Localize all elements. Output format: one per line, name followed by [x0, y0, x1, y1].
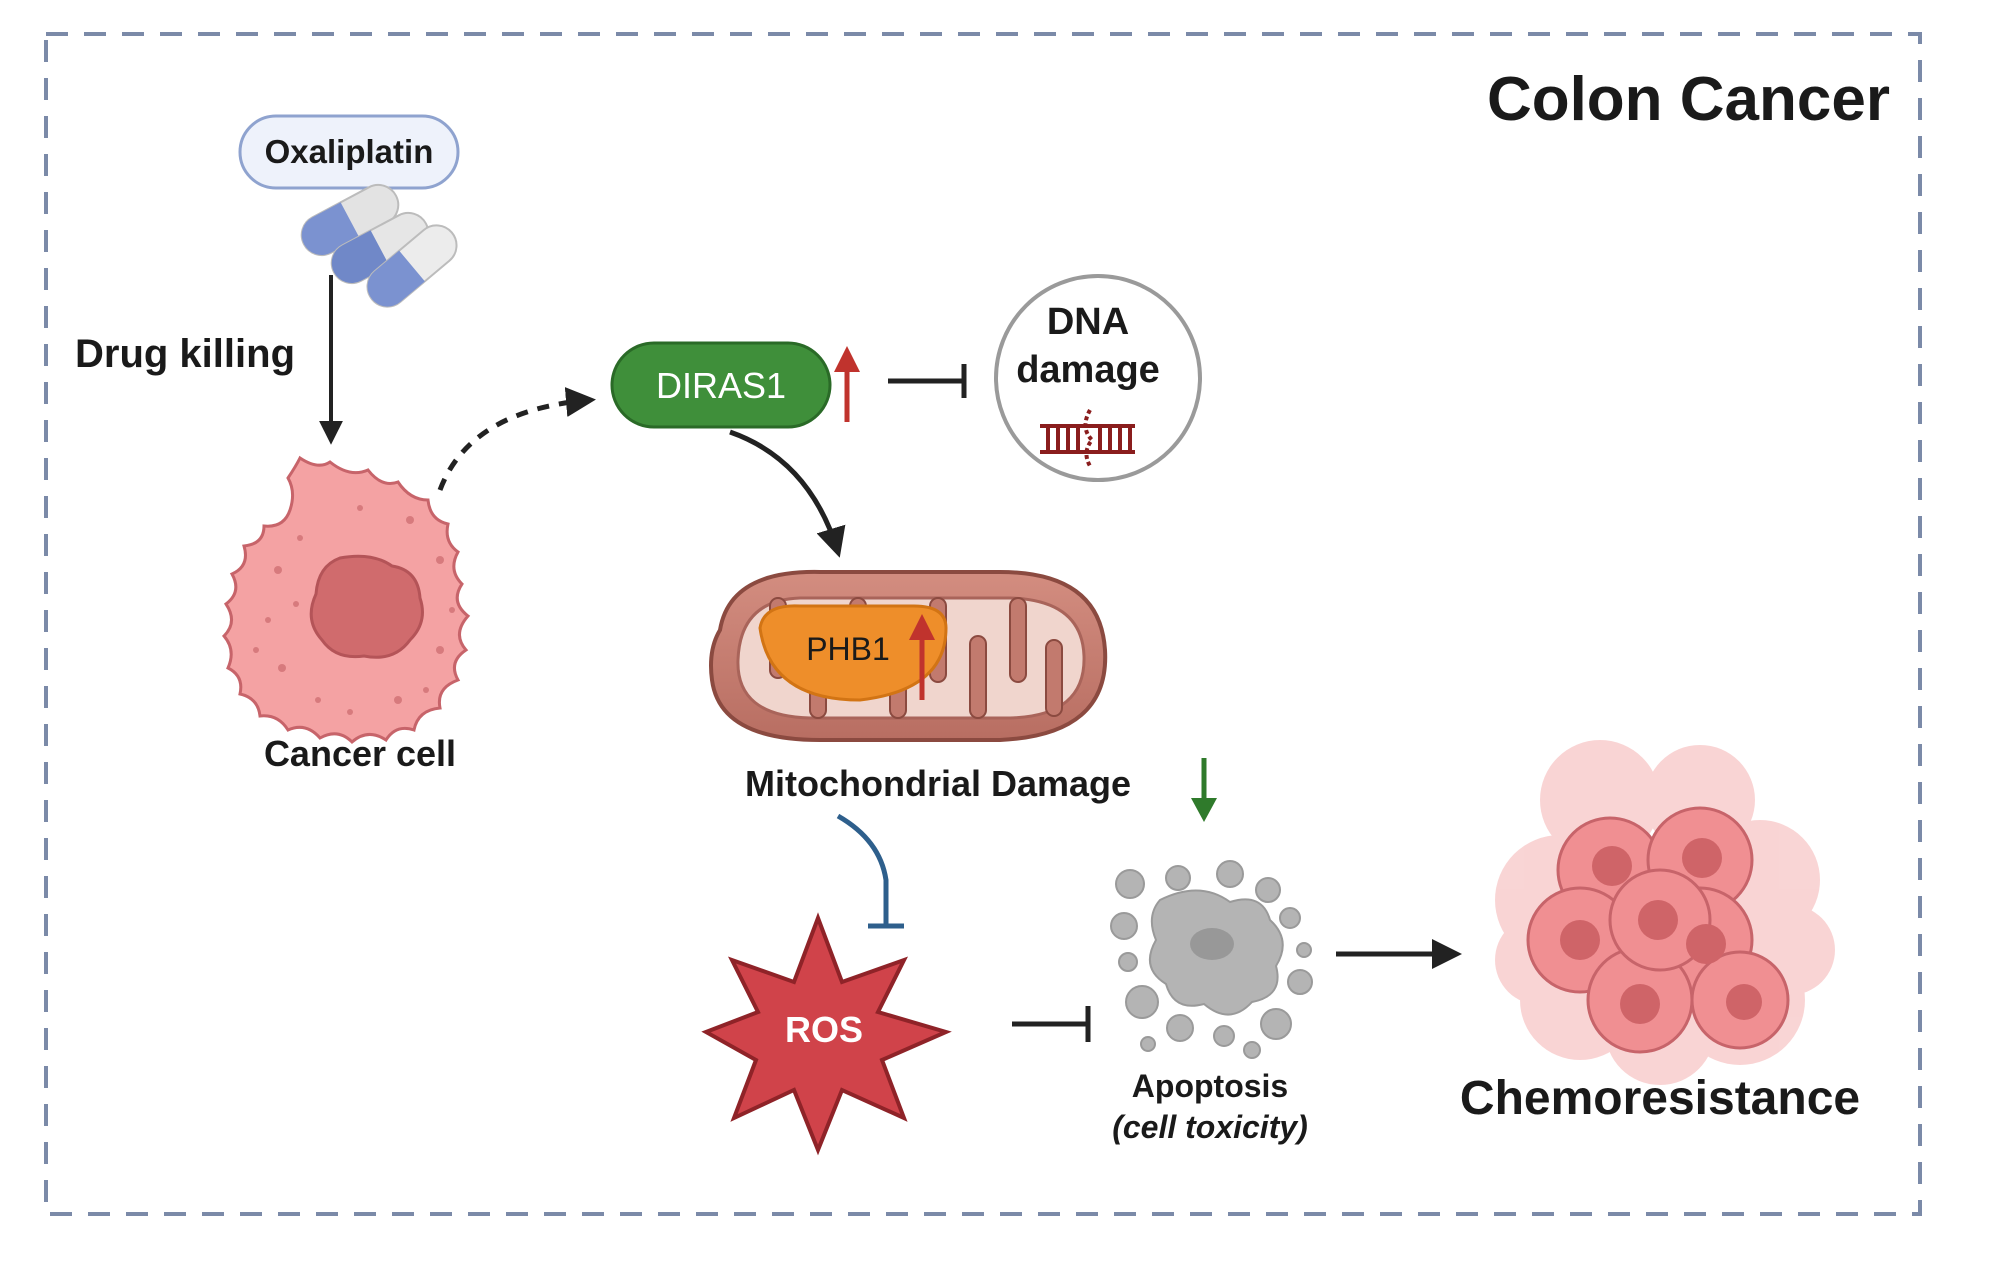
phb1-node: PHB1 — [758, 604, 948, 702]
apoptosis-label: Apoptosis — [1132, 1068, 1288, 1104]
cancer-cell-icon — [221, 455, 471, 745]
diras1-inhibits-dna-damage — [888, 364, 967, 398]
phb1-up-arrow-icon — [909, 614, 935, 700]
dna-damage-label-line1: DNA — [1047, 301, 1129, 343]
ros-node: ROS — [701, 912, 952, 1156]
dna-damage-label-line2: damage — [1016, 349, 1160, 391]
dashed-frame — [44, 32, 1922, 1216]
phb1-label: PHB1 — [806, 631, 890, 667]
apoptosis-note: (cell toxicity) — [1112, 1109, 1308, 1145]
capsules-icon — [300, 183, 458, 308]
oxaliplatin-label: Oxaliplatin — [265, 133, 434, 170]
dna-icon — [1040, 409, 1135, 467]
drug-killing-label: Drug killing — [75, 332, 295, 376]
cancer-cell-label: Cancer cell — [264, 733, 456, 774]
diagram-title: Colon Cancer — [1487, 65, 1890, 134]
dna-damage-node: DNA damage — [994, 274, 1202, 482]
apoptosis-icon — [1110, 860, 1313, 1059]
ros-inhibits-apoptosis — [1012, 1006, 1091, 1042]
cell-cluster-icon — [1495, 740, 1835, 1085]
diras1-to-mitochondria-arrow — [729, 429, 846, 558]
mito-inhibits-ros — [836, 813, 904, 929]
oxaliplatin-node: Oxaliplatin — [238, 114, 460, 190]
mitochondrial-damage-down-arrow-icon — [1191, 758, 1217, 822]
diras1-up-arrow-icon — [834, 346, 860, 422]
diras1-node: DIRAS1 — [610, 341, 832, 429]
ros-label: ROS — [785, 1009, 863, 1050]
cell-to-diras1-arrow — [437, 387, 596, 491]
mitochondrial-damage-label: Mitochondrial Damage — [745, 763, 1131, 804]
chemoresistance-label: Chemoresistance — [1460, 1072, 1860, 1125]
diras1-label: DIRAS1 — [656, 365, 786, 406]
